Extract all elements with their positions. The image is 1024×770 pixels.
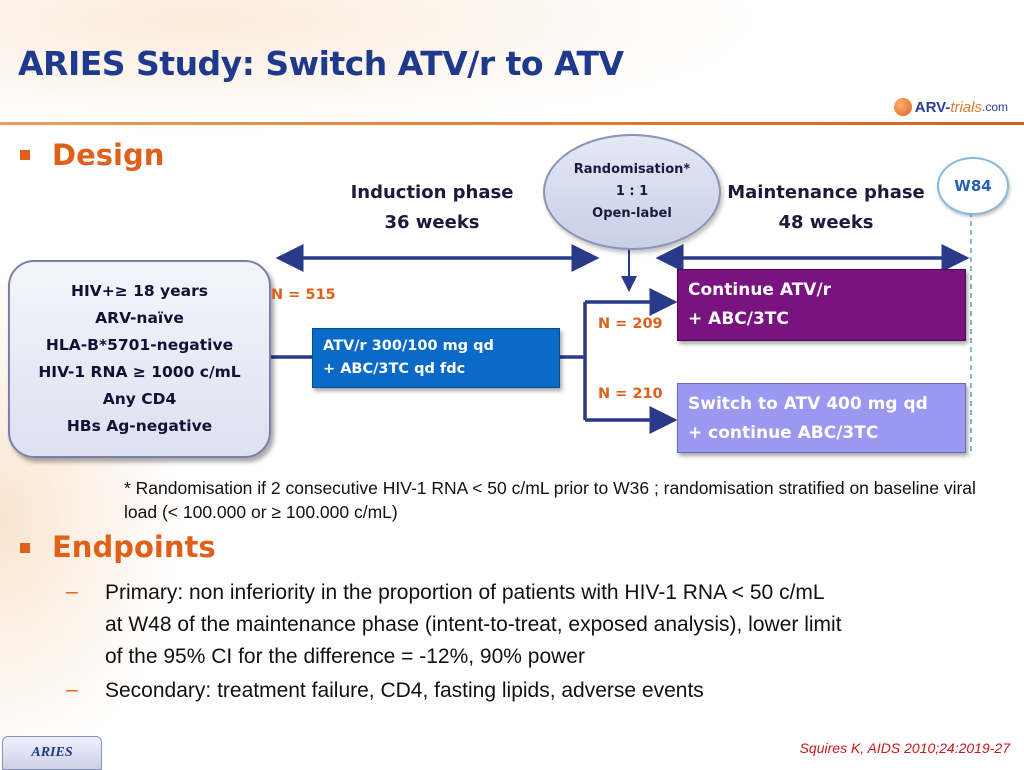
randomisation-oval: Randomisation* 1 : 1 Open-label	[543, 134, 721, 250]
continue-arm-line1: Continue ATV/r	[688, 280, 832, 300]
continue-arm-box: Continue ATV/r + ABC/3TC	[677, 269, 966, 341]
switch-arm-line2: + continue ABC/3TC	[688, 423, 879, 443]
logo-part3: .com	[981, 100, 1008, 114]
title-divider	[0, 122, 1024, 125]
primary-endpoint-line: of the 95% CI for the difference = -12%,…	[105, 645, 585, 668]
secondary-dash: –	[66, 678, 78, 701]
primary-endpoint-line: Primary: non inferiority in the proporti…	[105, 581, 825, 604]
randomisation-footnote: * Randomisation if 2 consecutive HIV-1 R…	[124, 478, 976, 522]
logo-icon	[893, 98, 912, 116]
randomisation-design: Open-label	[592, 206, 672, 221]
endpoints-heading: Endpoints	[52, 530, 216, 564]
logo-part2: trials	[950, 98, 982, 116]
continue-arm-line2: + ABC/3TC	[688, 309, 789, 329]
secondary-endpoint: Secondary: treatment failure, CD4, fasti…	[105, 679, 704, 702]
criteria-item: Any CD4	[102, 390, 177, 408]
maintenance-phase-label: Maintenance phase 48 weeks	[716, 178, 936, 238]
primary-endpoint: Primary: non inferiority in the proporti…	[105, 577, 1015, 673]
criteria-item: ARV-naïve	[95, 309, 184, 327]
switch-arm-line1: Switch to ATV 400 mg qd	[688, 394, 928, 414]
primary-endpoint-line: at W48 of the maintenance phase (intent-…	[105, 613, 842, 636]
maintenance-phase-title: Maintenance phase	[727, 182, 925, 203]
primary-dash: –	[66, 580, 78, 603]
n-total-label: N = 515	[271, 287, 336, 303]
w84-marker: W84	[937, 157, 1009, 215]
design-heading: Design	[52, 138, 165, 172]
randomisation-label: Randomisation*	[573, 162, 691, 177]
maintenance-phase-duration: 48 weeks	[778, 212, 874, 233]
induction-phase-duration: 36 weeks	[384, 212, 480, 233]
n-switch-label: N = 210	[598, 386, 663, 402]
study-tab[interactable]: ARIES	[2, 736, 102, 770]
induction-regimen-box: ATV/r 300/100 mg qd + ABC/3TC qd fdc	[312, 328, 560, 388]
design-bullet-icon	[20, 150, 30, 160]
switch-arm-box: Switch to ATV 400 mg qd + continue ABC/3…	[677, 383, 966, 453]
criteria-item: HLA-B*5701-negative	[45, 336, 234, 354]
induction-regimen-line1: ATV/r 300/100 mg qd	[323, 338, 494, 354]
logo-part1: ARV-	[914, 98, 951, 116]
arv-trials-logo: ARV- trials .com	[893, 98, 1008, 116]
inclusion-criteria-box: HIV+≥ 18 years ARV-naïve HLA-B*5701-nega…	[8, 260, 271, 458]
criteria-item: HBs Ag-negative	[66, 417, 213, 435]
citation: Squires K, AIDS 2010;24:2019-27	[799, 740, 1010, 756]
n-continue-label: N = 209	[598, 316, 663, 332]
induction-regimen-line2: + ABC/3TC qd fdc	[323, 361, 466, 377]
criteria-item: HIV+≥ 18 years	[70, 282, 209, 300]
slide-title: ARIES Study: Switch ATV/r to ATV	[18, 44, 624, 83]
randomisation-ratio: 1 : 1	[615, 184, 649, 199]
induction-phase-label: Induction phase 36 weeks	[330, 178, 534, 238]
criteria-item: HIV-1 RNA ≥ 1000 c/mL	[38, 363, 241, 381]
endpoints-bullet-icon	[20, 543, 30, 553]
induction-phase-title: Induction phase	[350, 182, 514, 203]
